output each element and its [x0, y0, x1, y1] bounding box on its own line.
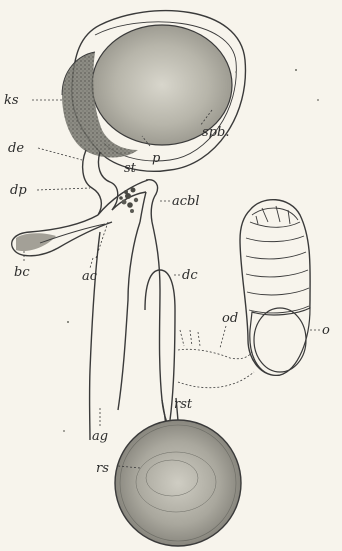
label-dp: dp — [10, 183, 27, 198]
receptaculum-seminis — [115, 420, 241, 546]
ovary-cells — [246, 206, 309, 313]
label-o: o — [322, 323, 330, 338]
ovary — [240, 200, 310, 376]
label-st: st — [124, 161, 137, 176]
label-de: de — [8, 141, 24, 156]
label-rst: rst — [174, 397, 193, 412]
label-spb: spb. — [202, 125, 229, 140]
label-p: p — [152, 151, 161, 166]
label-ac: ac — [82, 269, 98, 284]
label-ag: ag — [92, 429, 108, 444]
accessory-gland-nodule — [119, 188, 138, 214]
label-rs: rs — [96, 461, 109, 476]
label-od: od — [222, 311, 238, 326]
common-duct — [90, 222, 175, 440]
stalk-st — [119, 180, 157, 222]
label-dc: dc — [182, 268, 198, 283]
oviduct — [178, 330, 254, 388]
label-bc: bc — [14, 265, 30, 280]
label-acbl: acbl — [172, 194, 200, 209]
label-ks: ks — [4, 93, 19, 108]
bursa-copulatrix — [12, 215, 112, 256]
